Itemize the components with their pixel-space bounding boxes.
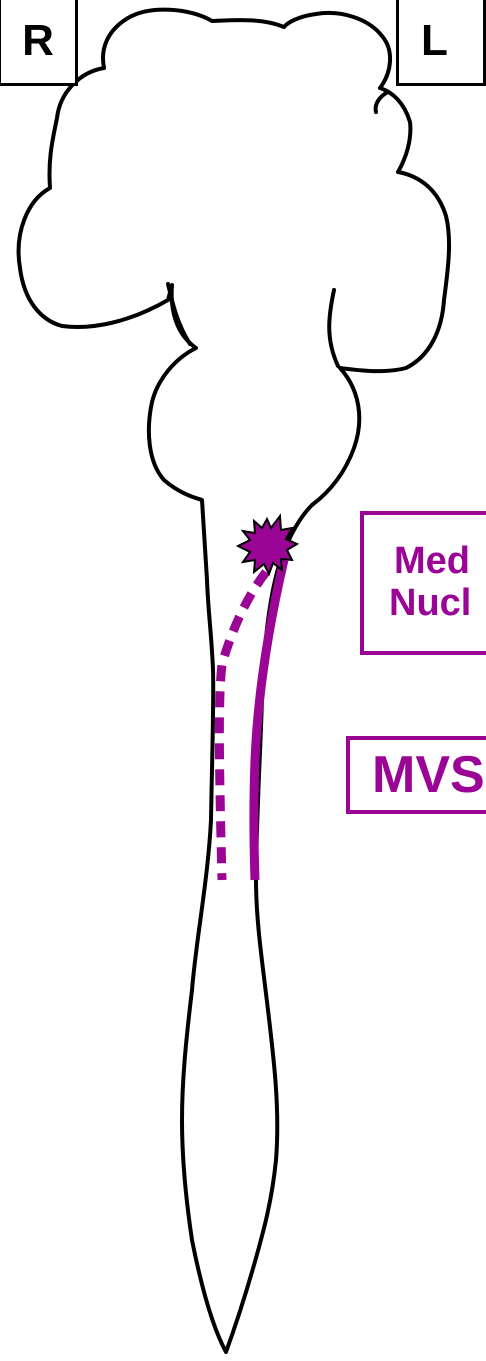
nucleus-label-line2: Nucl — [389, 582, 486, 624]
tract-label: MVS — [372, 746, 485, 804]
nucleus-label-line1: Med — [394, 540, 486, 582]
nucleus-label-box: Med Nucl — [360, 511, 486, 655]
right-side-marker: R — [0, 0, 78, 86]
left-side-label: L — [421, 19, 448, 63]
brain-outline — [19, 10, 449, 1352]
right-side-label: R — [22, 19, 54, 63]
left-side-marker: L — [396, 0, 486, 86]
tract-label-box: MVS — [346, 736, 486, 814]
